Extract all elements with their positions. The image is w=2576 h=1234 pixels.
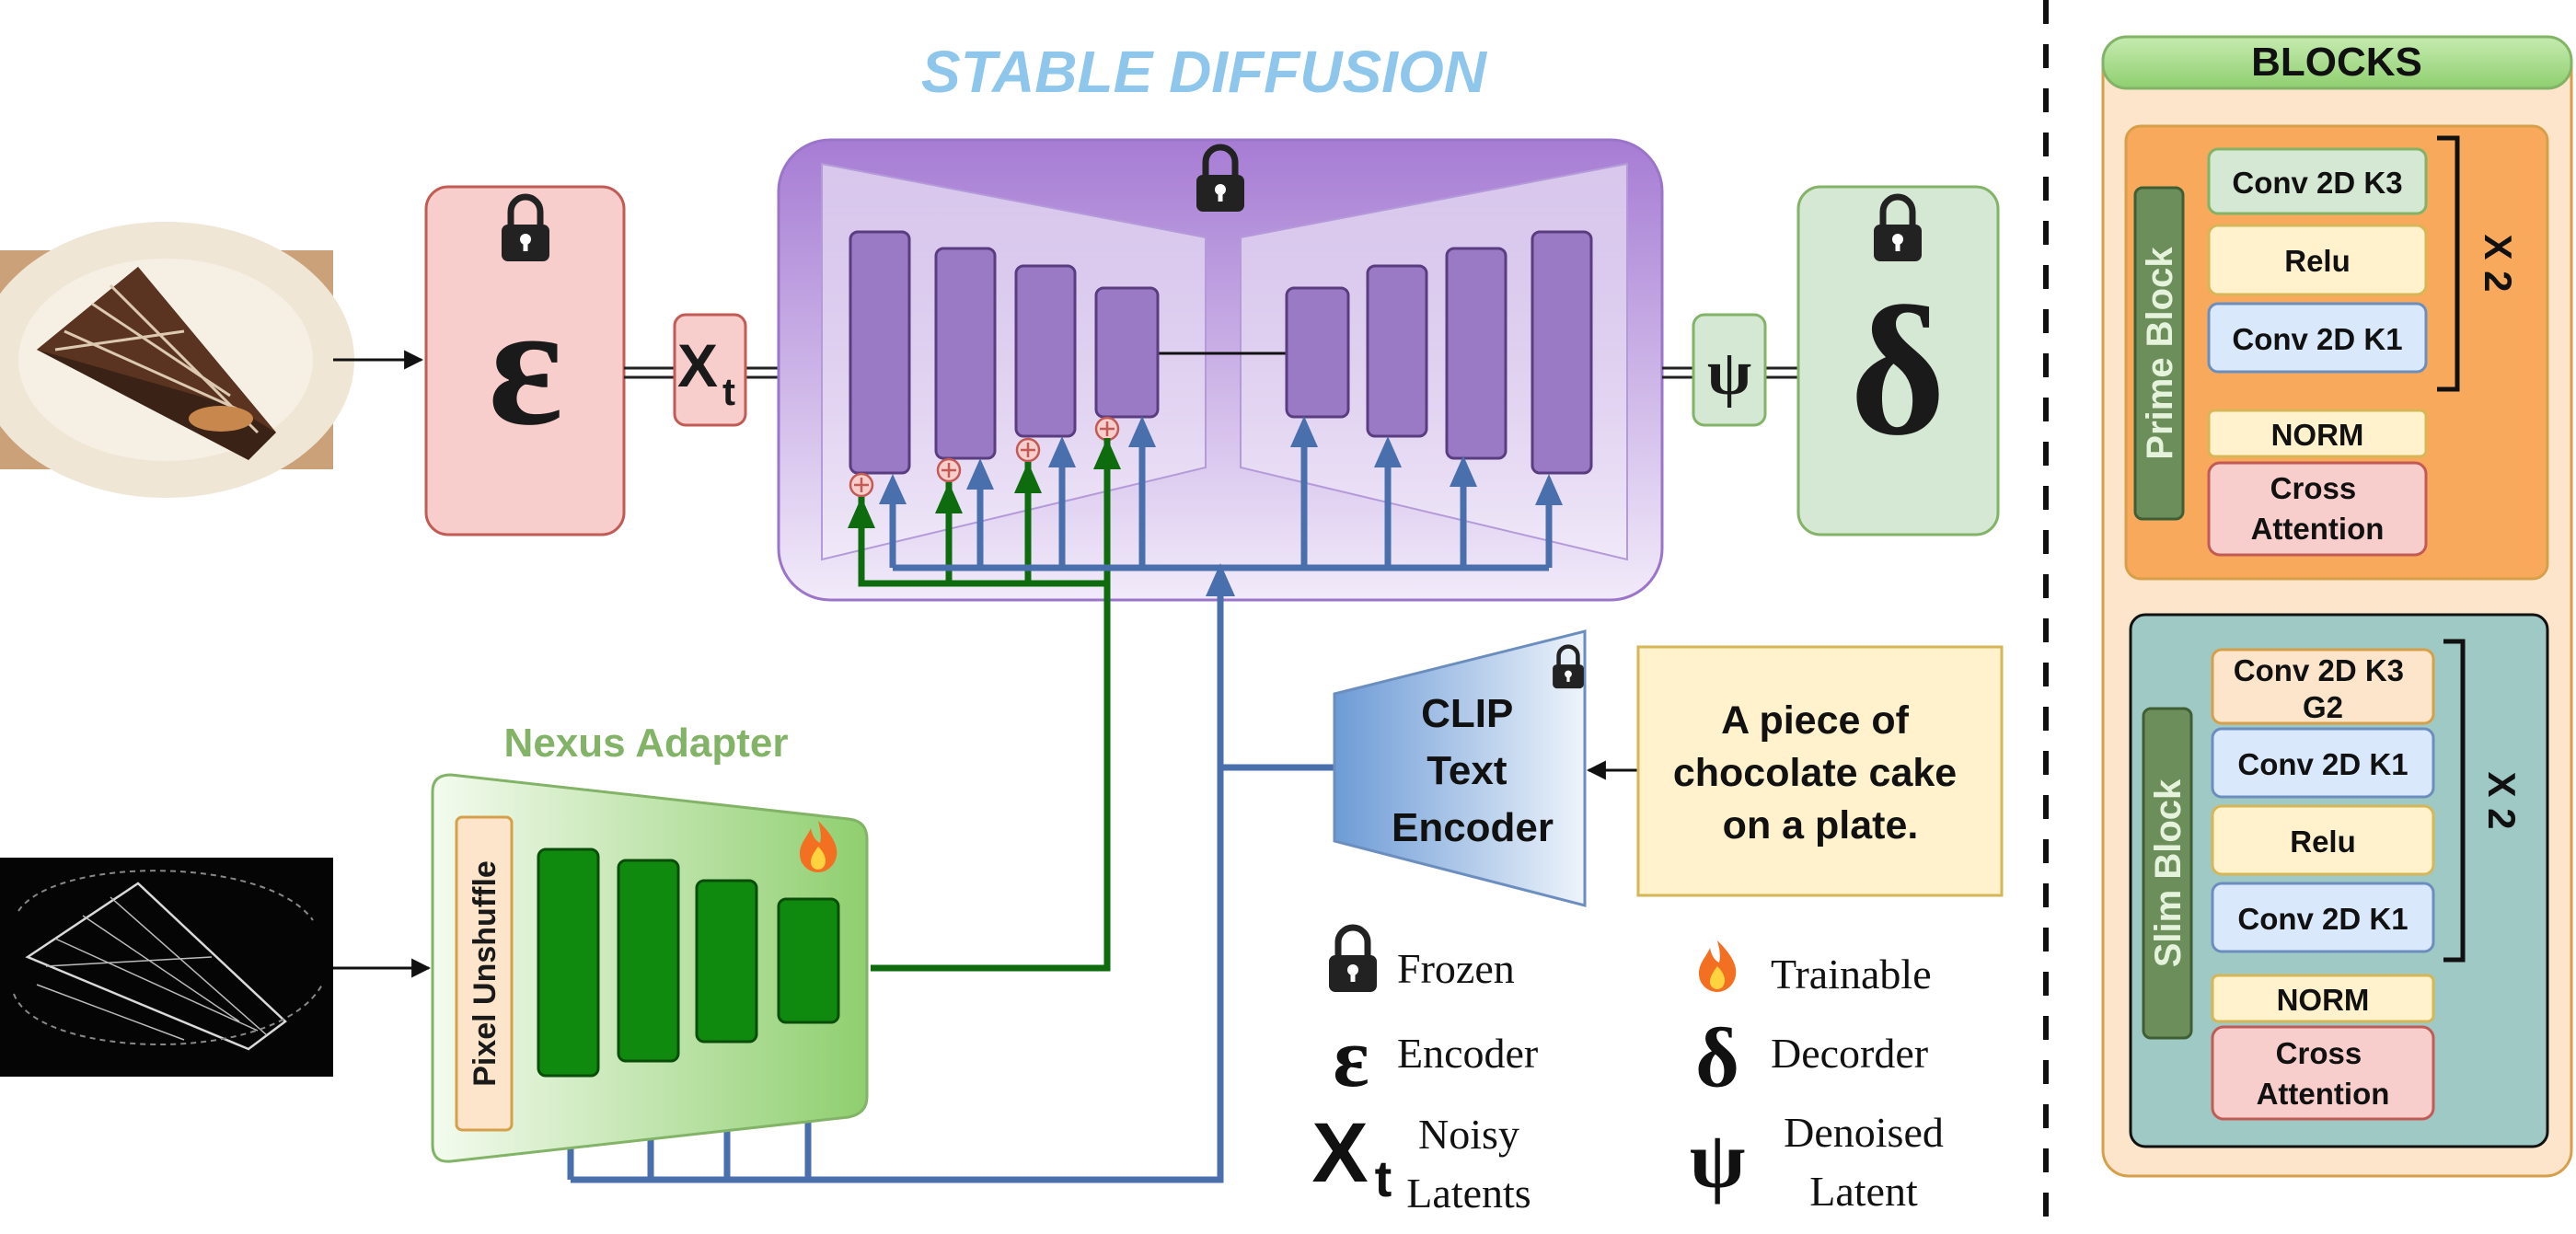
adapter-title: Nexus Adapter [504, 721, 789, 766]
clip-text-encoder: CLIP Text Encoder [1333, 629, 1587, 907]
svg-text:CLIP Text Encoder: CLIP Text Encoder [1392, 691, 1554, 850]
unet-up-layer-3 [1445, 247, 1507, 460]
unet-up-layer-4 [1531, 230, 1593, 475]
lock-icon [1329, 928, 1377, 992]
prime-block-label: Prime Block [2140, 247, 2180, 460]
prime-block: Prime Block Conv 2D K3 Relu Conv 2D K1 X… [2124, 124, 2549, 581]
adapter-layer-2 [617, 859, 680, 1063]
encoder-symbol: ε [488, 269, 562, 462]
slim-item-3: Conv 2D K1 [2237, 902, 2408, 936]
svg-text:X: X [677, 331, 718, 399]
decoder-symbol: δ [1850, 270, 1946, 473]
adapter-add-nodes [849, 416, 1120, 498]
legend-psi-symbol: ψ [1690, 1116, 1746, 1205]
unet-up-layer-1 [1285, 286, 1350, 419]
pixel-unshuffle-label: Pixel Unshuffle [468, 860, 502, 1087]
unet-down-layer-2 [934, 247, 997, 460]
decoder-block: δ [1796, 185, 2000, 536]
slim-block: Slim Block Conv 2D K3 G2 Conv 2D K1 Relu… [2129, 613, 2549, 1148]
legend-noisy-line2: Latents [1406, 1170, 1531, 1217]
nexus-adapter-block: Pixel Unshuffle [431, 773, 869, 1163]
blocks-title: BLOCKS [2251, 40, 2422, 85]
edge-map-photo [0, 858, 333, 1077]
unet-up-layer-2 [1366, 264, 1428, 438]
slim-norm: NORM [2277, 983, 2370, 1017]
svg-text:Cross Attention: Cross Attention [2257, 1036, 2390, 1111]
adapter-feature-arrowheads [848, 438, 1121, 528]
fire-icon [1699, 940, 1737, 992]
prime-item-0: Conv 2D K3 [2232, 166, 2402, 200]
slim-item-0-line2: G2 [2303, 690, 2343, 724]
adapter-layer-1 [537, 848, 600, 1078]
text-prompt-box: A piece of chocolate cake on a plate. [1636, 645, 2004, 897]
svg-text:Conv 2D K3 G2: Conv 2D K3 G2 [2234, 653, 2412, 724]
legend-xt-base: X [1311, 1106, 1368, 1200]
legend: Frozen Trainable ε Encoder δ Decorder X … [1311, 928, 1944, 1217]
legend-trainable: Trainable [1771, 951, 1932, 998]
clip-label-line1: CLIP [1421, 691, 1512, 736]
adapter-layer-4 [777, 897, 840, 1024]
prime-cross-line1: Cross [2270, 471, 2357, 505]
slim-block-label: Slim Block [2148, 778, 2189, 967]
encoder-block: ε [424, 185, 626, 536]
legend-decoder-symbol: δ [1695, 1010, 1739, 1104]
unet-down-layer-4 [1094, 286, 1160, 419]
latent-connector-left [624, 366, 779, 379]
slim-repeat: X 2 [2480, 771, 2524, 829]
xt-subscript: t [722, 370, 735, 413]
cake-photo [0, 222, 354, 498]
noisy-latent-node: X t [673, 313, 747, 427]
legend-denoised-line2: Latent [1809, 1168, 1918, 1215]
prompt-line3: on a plate. [1723, 803, 1919, 848]
legend-noisy-line1: Noisy [1418, 1111, 1519, 1158]
prompt-line2: chocolate cake [1673, 751, 1957, 795]
slim-cross-line1: Cross [2276, 1036, 2362, 1070]
adapter-layer-3 [695, 879, 758, 1044]
unet-down-layer-3 [1014, 264, 1077, 438]
latent-connector-right [1662, 366, 1798, 379]
legend-frozen: Frozen [1397, 945, 1515, 992]
prime-norm: NORM [2271, 418, 2364, 452]
prime-cross-line2: Attention [2251, 512, 2385, 546]
prompt-line1: A piece of [1721, 698, 1910, 743]
legend-encoder-symbol: ε [1333, 1010, 1369, 1104]
denoised-latent-node: ψ [1692, 313, 1767, 427]
unet-down-layer-1 [849, 230, 911, 475]
prime-item-2: Conv 2D K1 [2232, 322, 2402, 356]
legend-encoder: Encoder [1397, 1030, 1538, 1077]
legend-decoder: Decorder [1771, 1030, 1928, 1077]
slim-item-2: Relu [2290, 825, 2356, 859]
clip-label-line2: Text [1427, 748, 1507, 793]
diagram-title: STABLE DIFFUSION [921, 39, 1488, 105]
legend-denoised-line1: Denoised [1784, 1109, 1944, 1156]
svg-text:A piece of chocolate cak: A piece of chocolate cake on a plate. [1673, 698, 1968, 848]
prime-repeat: X 2 [2477, 234, 2520, 292]
slim-item-1: Conv 2D K1 [2237, 747, 2408, 781]
blocks-panel: BLOCKS Prime Block Conv 2D K3 Relu Conv … [2101, 35, 2573, 1178]
slim-item-0-line1: Conv 2D K3 [2234, 653, 2404, 687]
psi-symbol: ψ [1707, 338, 1751, 409]
clip-label-line3: Encoder [1392, 805, 1554, 850]
legend-xt-sub: t [1375, 1149, 1392, 1207]
xt-base: X [677, 331, 718, 399]
unet-block [777, 138, 1664, 602]
slim-cross-line2: Attention [2257, 1077, 2390, 1111]
prime-item-1: Relu [2284, 244, 2351, 278]
svg-text:Cross Attention: Cross Attention [2251, 471, 2385, 546]
